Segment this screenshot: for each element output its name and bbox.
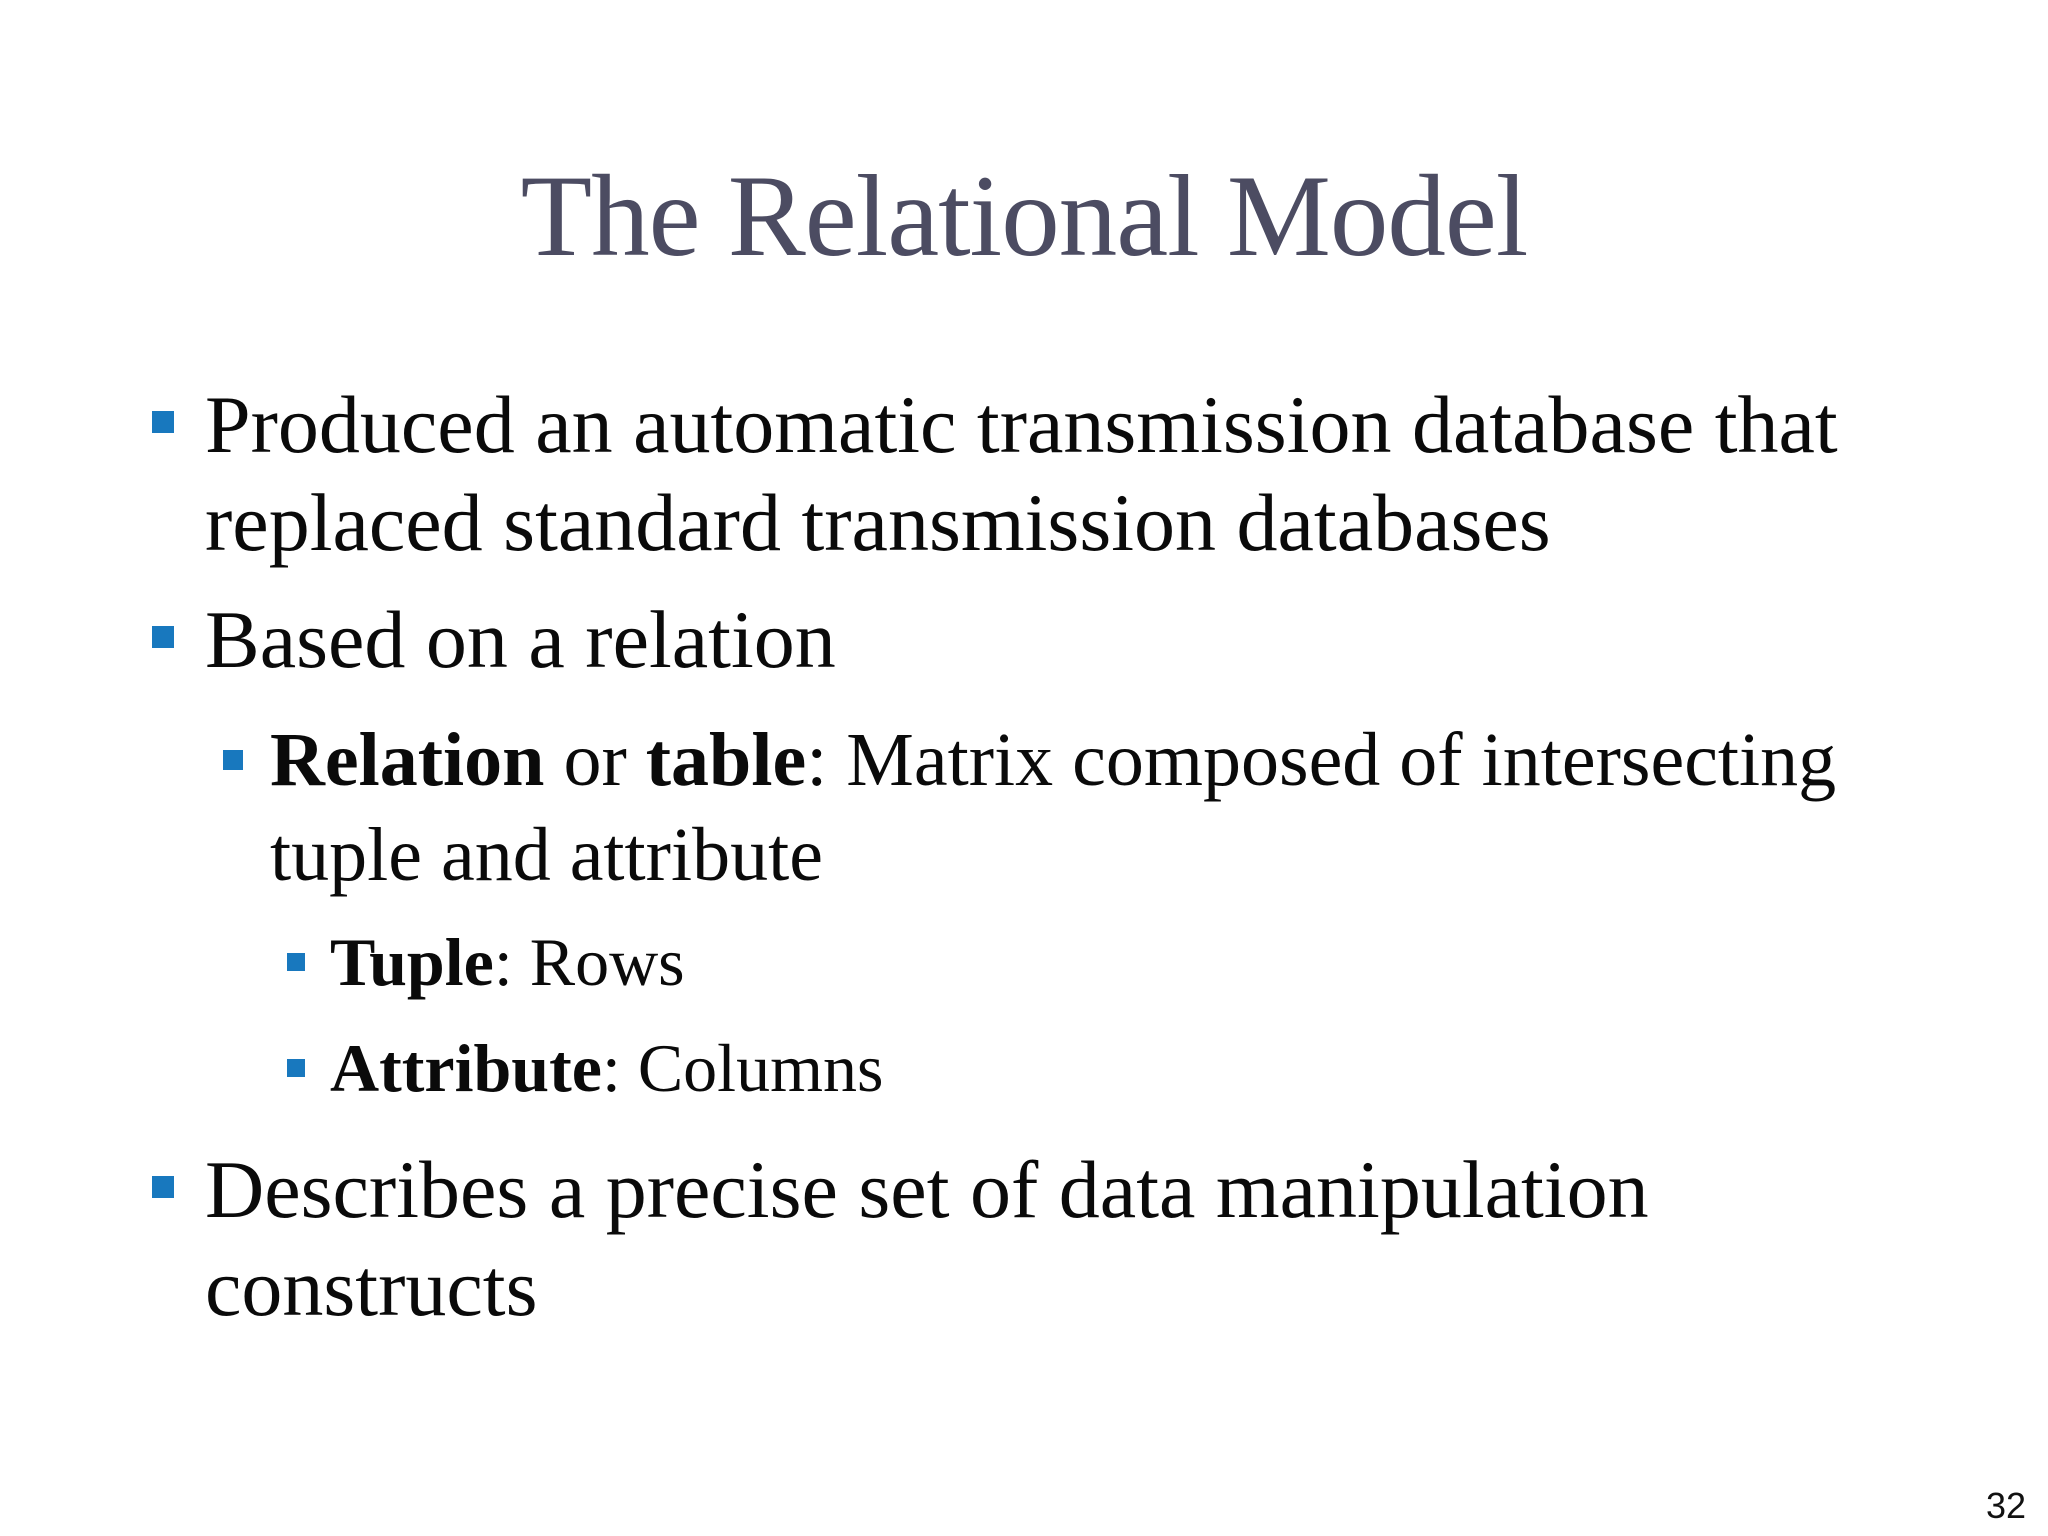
bullet-item: Produced an automatic transmission datab… <box>152 376 1838 572</box>
bullet-square-icon <box>152 1176 174 1198</box>
bullet-square-icon <box>152 626 174 648</box>
bullet-square-icon <box>287 1059 305 1077</box>
slide-title: The Relational Model <box>520 152 1529 281</box>
bullet-square-icon <box>287 953 305 971</box>
bullet-item: Tuple: Rows <box>287 920 685 1004</box>
bullet-square-icon <box>152 411 174 433</box>
bullet-item: Attribute: Columns <box>287 1026 883 1110</box>
bullet-item: Based on a relation <box>152 591 836 689</box>
bullet-item: Describes a precise set of data manipula… <box>152 1141 1649 1337</box>
bullet-text: Tuple: Rows <box>330 924 685 1000</box>
bullet-text: Describes a precise set of data manipula… <box>205 1144 1649 1333</box>
bullet-text: Attribute: Columns <box>330 1030 884 1106</box>
bullet-item: Relation or table: Matrix composed of in… <box>223 713 1836 903</box>
bullet-square-icon <box>223 750 243 770</box>
page-number: 32 <box>1985 1485 2026 1526</box>
bullet-text: Produced an automatic transmission datab… <box>205 379 1838 568</box>
bullet-text: Based on a relation <box>205 594 836 685</box>
bullet-text: Relation or table: Matrix composed of in… <box>270 718 1837 897</box>
